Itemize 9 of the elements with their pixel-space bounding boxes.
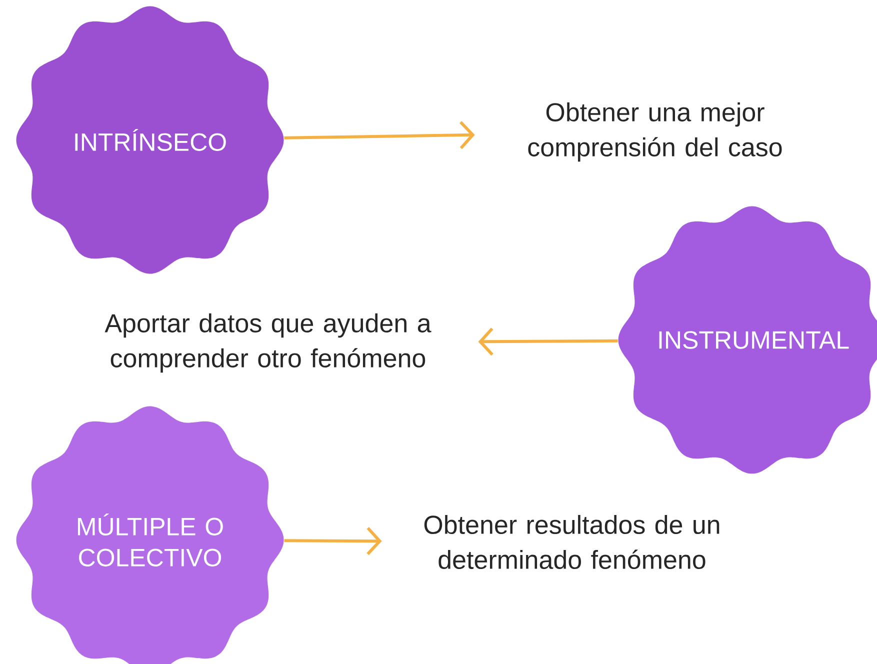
arrow — [284, 527, 382, 556]
scalloped-badge: INSTRUMENTAL — [618, 206, 877, 474]
description-text: Aportar datos que ayuden a comprender otro fenómeno — [104, 313, 432, 373]
arrow — [478, 328, 618, 356]
scalloped-badge: MÚLTIPLE O COLECTIVO — [16, 406, 284, 664]
description-text: Obtener resultados de un determinado fenómeno — [424, 514, 720, 570]
scalloped-badge: INTRÍNSECO — [16, 6, 284, 274]
description-text: Obtener una mejor comprensión del caso — [528, 102, 782, 162]
arrow — [284, 121, 475, 150]
